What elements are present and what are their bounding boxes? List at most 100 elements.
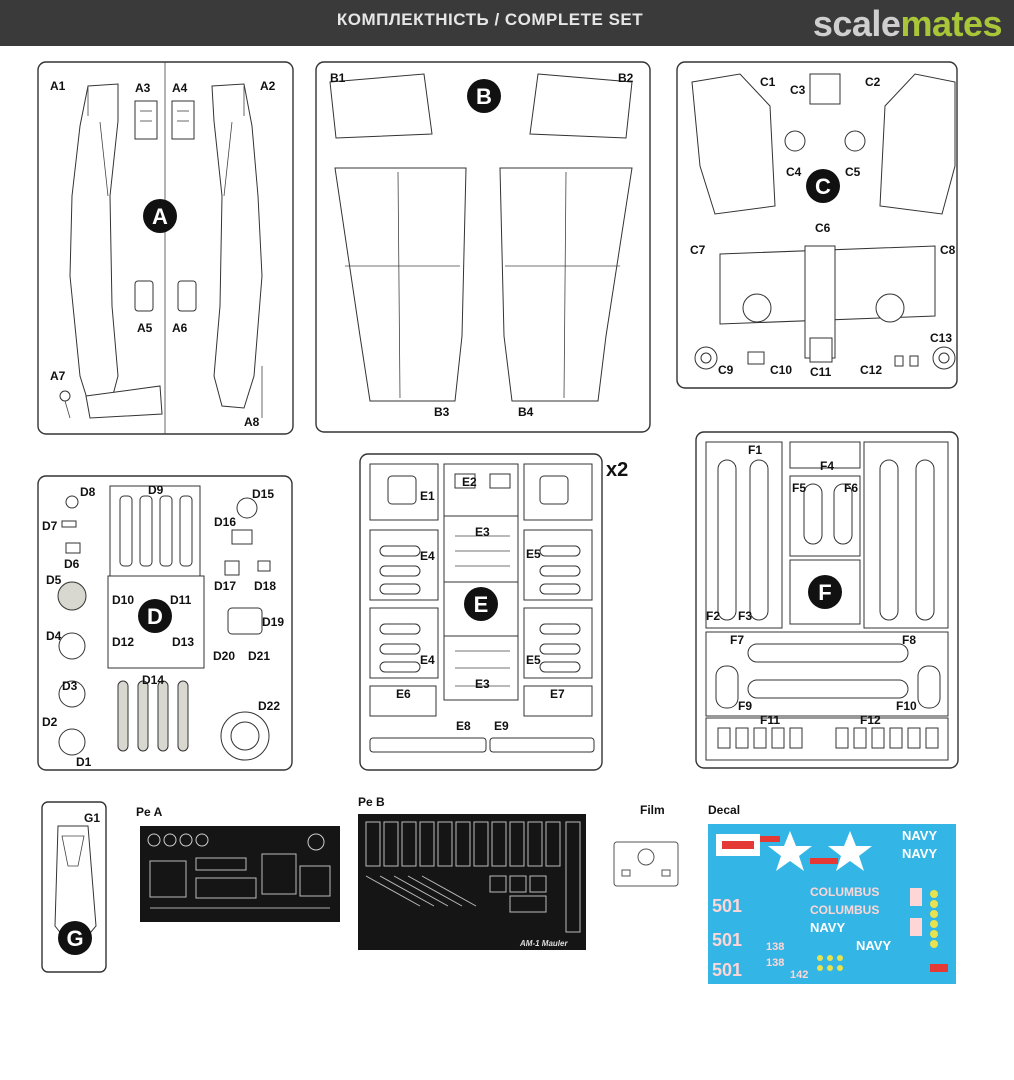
sprue-g-letter: G — [66, 926, 83, 951]
part-label-d13: D13 — [172, 635, 194, 649]
sprue-d: D D1 D2 D3 D4 D5 D6 D7 D8 D9 D10 D11 D12… — [37, 475, 293, 771]
part-label-f4: F4 — [820, 459, 834, 473]
part-label-d16: D16 — [214, 515, 236, 529]
part-label-b2: B2 — [618, 71, 634, 85]
part-label-e6: E6 — [396, 687, 411, 701]
part-label-d20: D20 — [213, 649, 235, 663]
sprue-a: A A1 A2 A3 A4 A5 A6 A7 A8 — [37, 61, 294, 435]
part-label-d19: D19 — [262, 615, 284, 629]
decal-navy-1: NAVY — [902, 828, 937, 843]
part-label-e1: E1 — [420, 489, 435, 503]
decal-501-3: 501 — [712, 960, 742, 980]
part-label-d14: D14 — [142, 673, 164, 687]
part-label-c2: C2 — [865, 75, 881, 89]
part-label-d7: D7 — [42, 519, 58, 533]
decal-columbus-2: COLUMBUS — [810, 903, 879, 917]
part-label-d18: D18 — [254, 579, 276, 593]
film-label: Film — [640, 803, 665, 817]
pe-b-sheet: Pe B AM-1 Mauler — [358, 795, 586, 950]
part-label-c4: C4 — [786, 165, 802, 179]
sprue-g: G G1 — [41, 801, 107, 973]
header-bar: КОМПЛЕКТНІСТЬ / COMPLETE SET scalemates — [0, 0, 1014, 46]
sprue-sheet: A A1 A2 A3 A4 A5 A6 A7 A8 B B1 B2 B3 B4 — [37, 61, 959, 984]
part-label-a5: A5 — [137, 321, 153, 335]
part-label-f12: F12 — [860, 713, 881, 727]
part-label-d15: D15 — [252, 487, 274, 501]
part-label-d11: D11 — [170, 593, 192, 607]
decal-138-2: 138 — [766, 957, 784, 969]
decal-label: Decal — [708, 803, 740, 817]
film-sheet: Film — [613, 803, 679, 887]
sprue-g-badge — [58, 921, 92, 955]
part-label-d12: D12 — [112, 635, 134, 649]
part-label-d10: D10 — [112, 593, 134, 607]
part-label-e4: E4 — [420, 549, 435, 563]
sprue-f-letter: F — [818, 580, 831, 605]
part-label-e3: E3 — [475, 525, 490, 539]
pe-a-label: Pe A — [136, 805, 163, 819]
part-label-c12: C12 — [860, 363, 882, 377]
part-label-d17: D17 — [214, 579, 236, 593]
part-label-d8: D8 — [80, 485, 96, 499]
part-label-c5: C5 — [845, 165, 861, 179]
sprue-c: C C1 C2 C3 C4 C5 C6 C7 C8 C9 C10 C11 C12… — [676, 61, 958, 389]
part-label-e3-second: E3 — [475, 677, 490, 691]
part-label-d5: D5 — [46, 573, 62, 587]
part-label-e8: E8 — [456, 719, 471, 733]
part-label-a8: A8 — [244, 415, 260, 429]
part-label-e4-second: E4 — [420, 653, 435, 667]
sprue-a-letter: A — [152, 204, 168, 229]
part-label-a3: A3 — [135, 81, 151, 95]
part-label-c11: C11 — [810, 365, 832, 379]
part-label-a2: A2 — [260, 79, 276, 93]
decal-columbus-1: COLUMBUS — [810, 885, 879, 899]
part-label-f1: F1 — [748, 443, 762, 457]
part-label-d4: D4 — [46, 629, 62, 643]
part-label-f3: F3 — [738, 609, 752, 623]
part-label-d2: D2 — [42, 715, 58, 729]
part-label-f11: F11 — [760, 713, 780, 727]
decal-navy-3: NAVY — [810, 920, 845, 935]
brand-part-2: mates — [900, 3, 1002, 44]
decal-sheet: Decal NAVY NAVY COLUMBUS COLUMBUS NAVY N… — [708, 803, 956, 984]
part-label-c13: C13 — [930, 331, 952, 345]
sprue-d-letter: D — [147, 604, 163, 629]
part-label-f5: F5 — [792, 481, 806, 495]
part-label-d21: D21 — [248, 649, 270, 663]
part-label-d22: D22 — [258, 699, 280, 713]
sprue-e-badge — [464, 587, 498, 621]
part-label-c8: C8 — [940, 243, 956, 257]
part-label-d3: D3 — [62, 679, 78, 693]
part-label-c1: C1 — [760, 75, 776, 89]
sprue-c-letter: C — [815, 174, 831, 199]
sprue-f-badge — [808, 575, 842, 609]
sprue-b: B B1 B2 B3 B4 — [315, 61, 651, 433]
decal-navy-4: NAVY — [856, 938, 891, 953]
decal-501-2: 501 — [712, 930, 742, 950]
part-label-e5-second: E5 — [526, 653, 541, 667]
part-label-c7: C7 — [690, 243, 706, 257]
decal-142: 142 — [790, 969, 808, 981]
part-label-b4: B4 — [518, 405, 534, 419]
part-label-d6: D6 — [64, 557, 80, 571]
sprue-e: E x2 E1 E2 E3 E4 E5 E4 E5 E3 E6 E7 E8 E9 — [359, 453, 628, 771]
decal-navy-2: NAVY — [902, 846, 937, 861]
part-label-f10: F10 — [896, 699, 917, 713]
page-title: КОМПЛЕКТНІСТЬ / COMPLETE SET — [336, 10, 644, 29]
sprue-a-badge — [143, 199, 177, 233]
part-label-a7: A7 — [50, 369, 66, 383]
part-label-e2: E2 — [462, 475, 477, 489]
part-label-f8: F8 — [902, 633, 916, 647]
decal-501-1: 501 — [712, 896, 742, 916]
decal-138-1: 138 — [766, 941, 784, 953]
pe-b-caption: AM-1 Mauler — [519, 939, 568, 948]
sprue-d-badge — [138, 599, 172, 633]
part-label-d1: D1 — [76, 755, 92, 769]
part-label-a4: A4 — [172, 81, 188, 95]
part-label-e5: E5 — [526, 547, 541, 561]
part-label-f6: F6 — [844, 481, 858, 495]
sprue-b-badge — [467, 79, 501, 113]
pe-a-sheet: Pe A — [136, 805, 340, 922]
part-label-f9: F9 — [738, 699, 752, 713]
part-label-f7: F7 — [730, 633, 744, 647]
